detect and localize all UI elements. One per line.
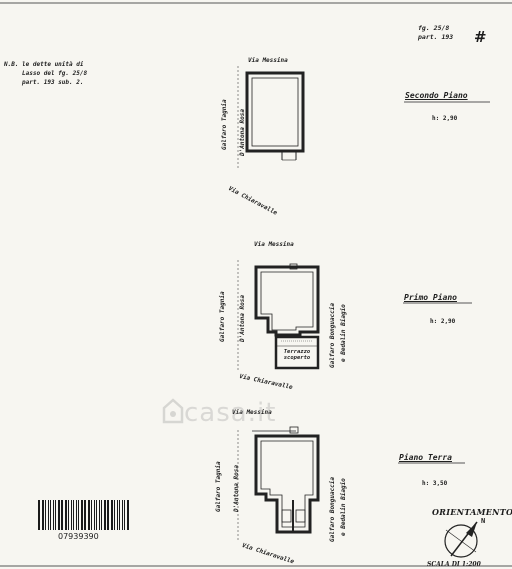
barcode-bar: [88, 500, 90, 530]
sheet-reference: fg. 25/8 part. 193: [418, 24, 454, 41]
neighbour-left-1b: D'Antona Rosa: [239, 109, 246, 156]
barcode-bar: [45, 500, 46, 530]
street-label-top-1: Via Messina: [248, 57, 288, 64]
barcode-bar: [96, 500, 97, 530]
barcode-bar: [68, 500, 69, 530]
barcode-bar: [53, 500, 54, 530]
watermark-house-icon: [162, 398, 184, 424]
terrace-label: Terrazzo scoperto: [283, 349, 311, 361]
compass-north: N: [481, 517, 486, 525]
barcode-bar: [81, 500, 83, 530]
plan-second-floor: [237, 66, 305, 170]
watermark-text: casa.it: [184, 398, 277, 428]
barcode-bar: [124, 500, 125, 530]
compass-rose: [444, 521, 478, 558]
plan-first-floor: [237, 260, 320, 372]
barcode-bar: [117, 500, 118, 530]
barcode-bar: [65, 500, 67, 530]
cadastral-note: N.B. le dette unità di Lasso del fg. 25/…: [4, 61, 88, 86]
floor-title-ground: Piano Terra: [399, 453, 452, 462]
neighbour-left-3a: Galfaro Tagnia: [215, 461, 222, 512]
barcode-bar: [78, 500, 79, 530]
neighbour-left-2a: Galfaro Tagnia: [219, 291, 226, 342]
barcode-bar: [50, 500, 51, 530]
neighbour-left-1a: Galfaro Tagnia: [221, 99, 228, 150]
floor-title-first: Primo Piano: [404, 293, 457, 302]
neighbour-left-2b: D'Antona Rosa: [239, 295, 246, 342]
compass-title: ORIENTAMENTO: [432, 507, 512, 517]
barcode-bar: [61, 500, 63, 530]
barcode-bar: [48, 500, 49, 530]
barcode-bar: [71, 500, 72, 530]
barcode-bar: [101, 500, 102, 530]
barcode-bar: [111, 500, 113, 530]
plan-ground-floor: [237, 426, 320, 540]
barcode-bar: [58, 500, 60, 530]
barcode-bar: [76, 500, 77, 530]
neighbour-left-3b: D'Antona Rosa: [233, 465, 240, 512]
neighbour-right-2b: e Bedalin Biagio: [340, 304, 347, 362]
floor-height-first: h: 2,90: [430, 318, 456, 325]
barcode-bar: [104, 500, 106, 530]
floor-height-second: h: 2,90: [432, 115, 458, 122]
floor-title-second: Secondo Piano: [405, 91, 468, 100]
barcode-bar: [91, 500, 92, 530]
floor-height-ground: h: 3,50: [422, 480, 448, 487]
barcode-bar: [114, 500, 115, 530]
barcode-bar: [127, 500, 129, 530]
barcode-bar: [99, 500, 100, 530]
scale-label: SCALA DI 1:200: [427, 561, 481, 568]
street-label-top-3: Via Messina: [232, 409, 272, 416]
barcode-bar: [94, 500, 95, 530]
barcode-bar: [84, 500, 86, 530]
neighbour-right-3b: e Bedalin Biagio: [340, 478, 347, 536]
barcode-bar: [73, 500, 74, 530]
barcode-bar: [107, 500, 109, 530]
neighbour-right-3a: Galfaro Bonguaccia: [329, 476, 336, 542]
barcode-bar: [55, 500, 56, 530]
barcode-bar: [122, 500, 123, 530]
barcode-bar: [42, 500, 44, 530]
barcode-bar: [38, 500, 40, 530]
signature-mark: #: [474, 28, 487, 46]
neighbour-right-2a: Galfaro Bonguaccia: [329, 302, 336, 368]
street-label-top-2: Via Messina: [254, 241, 294, 248]
barcode-bar: [119, 500, 120, 530]
barcode-number: 07939390: [58, 532, 99, 541]
